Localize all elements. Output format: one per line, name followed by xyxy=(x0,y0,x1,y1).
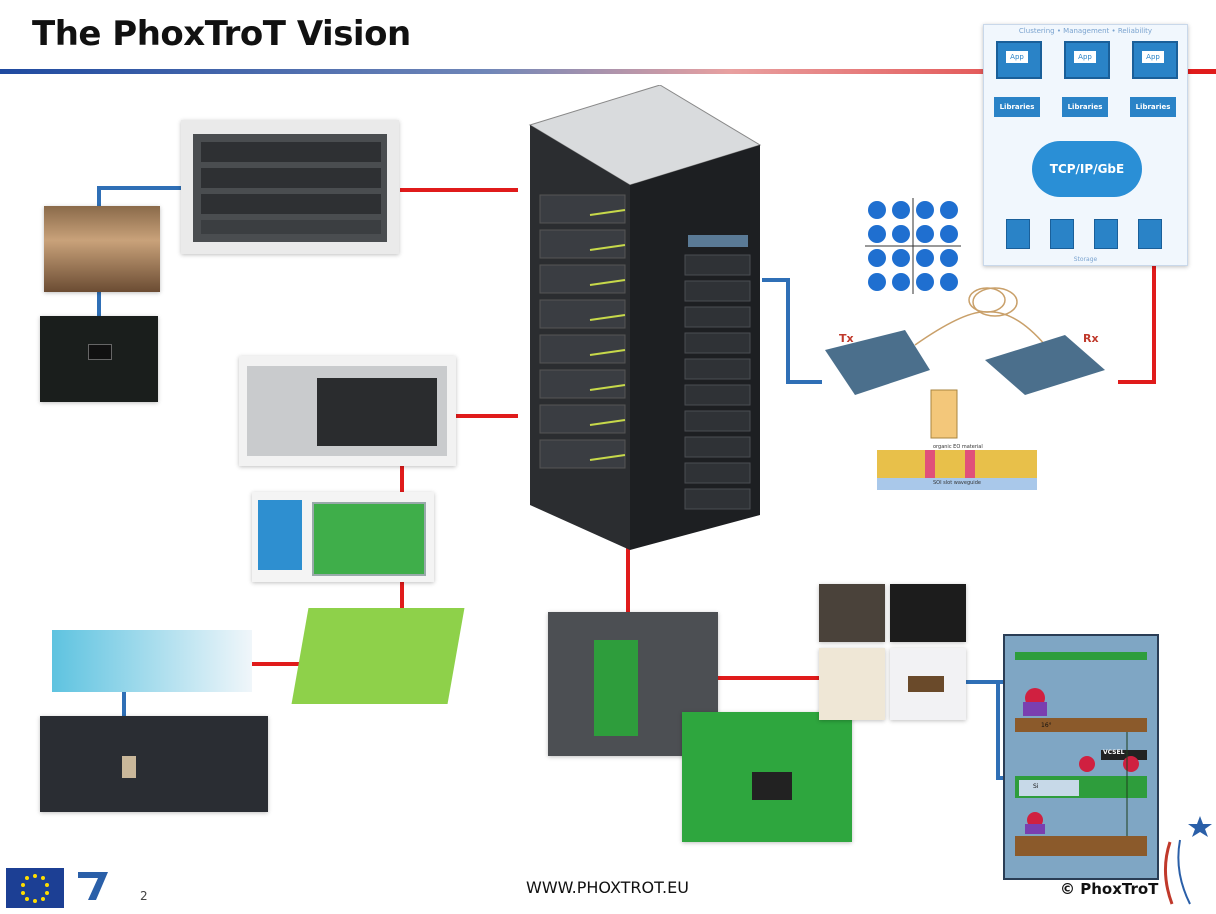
storage-array-icon xyxy=(1050,219,1074,249)
storage-label: Storage xyxy=(1073,256,1098,263)
storage-disk-icon xyxy=(1006,219,1030,249)
tx-label: Tx xyxy=(839,332,854,345)
server-rack-image xyxy=(520,84,770,555)
app-box: App xyxy=(1064,41,1110,79)
link-line xyxy=(1152,264,1156,384)
eu-flag-logo xyxy=(6,868,64,908)
chip-on-board-photo xyxy=(40,316,158,402)
app-box: App xyxy=(996,41,1042,79)
blade-server-photo xyxy=(40,716,268,812)
storage-array-photo xyxy=(239,356,456,466)
link-line xyxy=(1185,70,1216,74)
link-line xyxy=(97,288,101,330)
angle-label: 16° xyxy=(1041,722,1052,729)
link-line xyxy=(996,680,1000,780)
phoxtrot-mascot-logo xyxy=(1150,812,1216,910)
link-line xyxy=(786,380,822,384)
cluster-diagram-header: Clustering • Management • Reliability xyxy=(1018,27,1153,35)
pcb-module-image xyxy=(52,630,252,692)
link-line xyxy=(97,186,101,216)
vcsel-cross-section-diagram: 16° VCSEL Si xyxy=(1003,634,1159,880)
link-line xyxy=(626,528,630,620)
title-rule xyxy=(0,69,1216,74)
library-box: Libraries xyxy=(1130,97,1176,117)
link-line xyxy=(122,690,126,726)
page-number: 2 xyxy=(140,889,148,903)
storage-array-icon xyxy=(1138,219,1162,249)
fp7-logo xyxy=(70,866,116,910)
link-line xyxy=(1118,380,1156,384)
connector-photo xyxy=(890,648,966,720)
app-label: App xyxy=(1142,51,1164,63)
app-box: App xyxy=(1132,41,1178,79)
connector-photo xyxy=(819,648,885,720)
app-label: App xyxy=(1074,51,1096,63)
link-line xyxy=(762,278,788,282)
link-line xyxy=(400,580,404,622)
library-box: Libraries xyxy=(1062,97,1108,117)
connector-photo xyxy=(890,584,966,642)
website-url: WWW.PHOXTROT.EU xyxy=(526,878,689,897)
rx-label: Rx xyxy=(1083,332,1099,345)
connector-photo xyxy=(819,584,885,642)
link-line xyxy=(715,676,825,680)
optical-transceiver-diagram: Tx Rx organic EO material SOI slot waveg… xyxy=(815,180,1135,500)
link-line xyxy=(250,662,305,666)
cluster-diagram: Clustering • Management • Reliability Ap… xyxy=(983,24,1188,266)
library-box: Libraries xyxy=(994,97,1040,117)
link-line xyxy=(964,680,1004,684)
link-line xyxy=(97,186,185,190)
rack-enclosure-photo xyxy=(181,120,399,254)
app-label: App xyxy=(1006,51,1028,63)
storage-disk-icon xyxy=(1094,219,1118,249)
link-line xyxy=(400,465,404,495)
blade-chassis-photo xyxy=(548,612,718,756)
link-line xyxy=(455,414,518,418)
link-line xyxy=(786,278,790,384)
chip-label: Si xyxy=(1033,783,1039,790)
material-label: organic EO material xyxy=(933,444,983,450)
vcsel-label: VCSEL xyxy=(1103,749,1125,756)
motherboard-3d-image xyxy=(291,608,465,704)
constellation-diagram xyxy=(865,198,961,294)
server-board-photo xyxy=(252,492,434,582)
page-title: The PhoxTroT Vision xyxy=(32,14,411,54)
waveguide-label: SOI slot waveguide xyxy=(933,480,981,486)
link-line xyxy=(400,188,518,192)
copyright-text: © PhoxTroT xyxy=(1060,880,1159,898)
network-cloud: TCP/IP/GbE xyxy=(1032,141,1142,197)
pcb-board-photo xyxy=(682,712,852,842)
backplane-connector-photo xyxy=(44,206,160,292)
